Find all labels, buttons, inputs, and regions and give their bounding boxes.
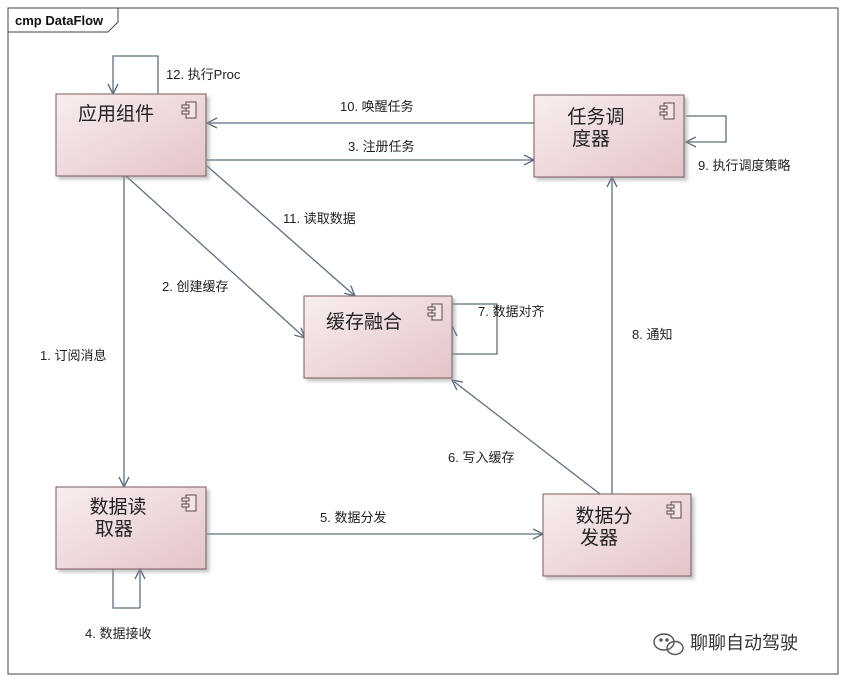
component-app[interactable]: 应用组件	[55, 93, 207, 177]
wechat-icon	[653, 633, 684, 656]
component-icon	[427, 303, 443, 321]
edge-11-line	[206, 165, 355, 296]
component-dispatcher-title-line1: 数据分	[575, 505, 632, 527]
edge-9-self-loop	[686, 115, 727, 142]
component-reader[interactable]: 数据读 取器	[55, 486, 207, 570]
frame-title: cmp DataFlow	[15, 13, 104, 28]
component-cache[interactable]: 缓存融合	[303, 295, 453, 379]
edges	[112, 55, 727, 609]
edge-labels: 12. 执行Proc 10. 唤醒任务 3. 注册任务 9. 执行调度策略 11…	[40, 67, 790, 641]
component-icon	[659, 102, 675, 120]
edge-3-label: 3. 注册任务	[348, 139, 414, 154]
watermark: 聊聊自动驾驶	[653, 633, 798, 656]
component-icon	[181, 494, 197, 512]
edge-2-line	[125, 175, 305, 338]
component-icon	[181, 101, 197, 119]
edge-9-label: 9. 执行调度策略	[698, 158, 790, 173]
edge-11-label: 11. 读取数据	[283, 211, 356, 226]
edge-12-label: 12. 执行Proc	[166, 67, 241, 82]
component-scheduler-title-line1: 任务调	[567, 106, 624, 128]
component-scheduler-title-line2: 度器	[572, 128, 610, 150]
component-app-title: 应用组件	[78, 103, 154, 125]
component-icon	[666, 501, 682, 519]
edge-8-label: 8. 通知	[632, 327, 672, 342]
edge-6-line	[452, 380, 601, 495]
edge-10-label: 10. 唤醒任务	[340, 99, 414, 114]
watermark-text: 聊聊自动驾驶	[690, 633, 798, 654]
edge-4-self-loop	[112, 569, 140, 609]
edge-2-label: 2. 创建缓存	[162, 279, 228, 294]
component-scheduler[interactable]: 任务调 度器	[533, 94, 685, 178]
edge-5-label: 5. 数据分发	[320, 510, 386, 525]
edge-6-label: 6. 写入缓存	[448, 450, 514, 465]
frame-title-tab	[7, 7, 119, 33]
component-dispatcher-title-line2: 发器	[580, 527, 618, 549]
edge-12-self-loop	[113, 55, 159, 94]
component-reader-title-line1: 数据读	[89, 496, 146, 518]
edge-4-label: 4. 数据接收	[85, 626, 151, 641]
component-reader-title-line2: 取器	[95, 518, 133, 540]
edge-7-label: 7. 数据对齐	[478, 304, 544, 319]
component-cache-title: 缓存融合	[326, 311, 402, 333]
edge-1-label: 1. 订阅消息	[40, 348, 106, 363]
component-dispatcher[interactable]: 数据分 发器	[542, 493, 692, 577]
